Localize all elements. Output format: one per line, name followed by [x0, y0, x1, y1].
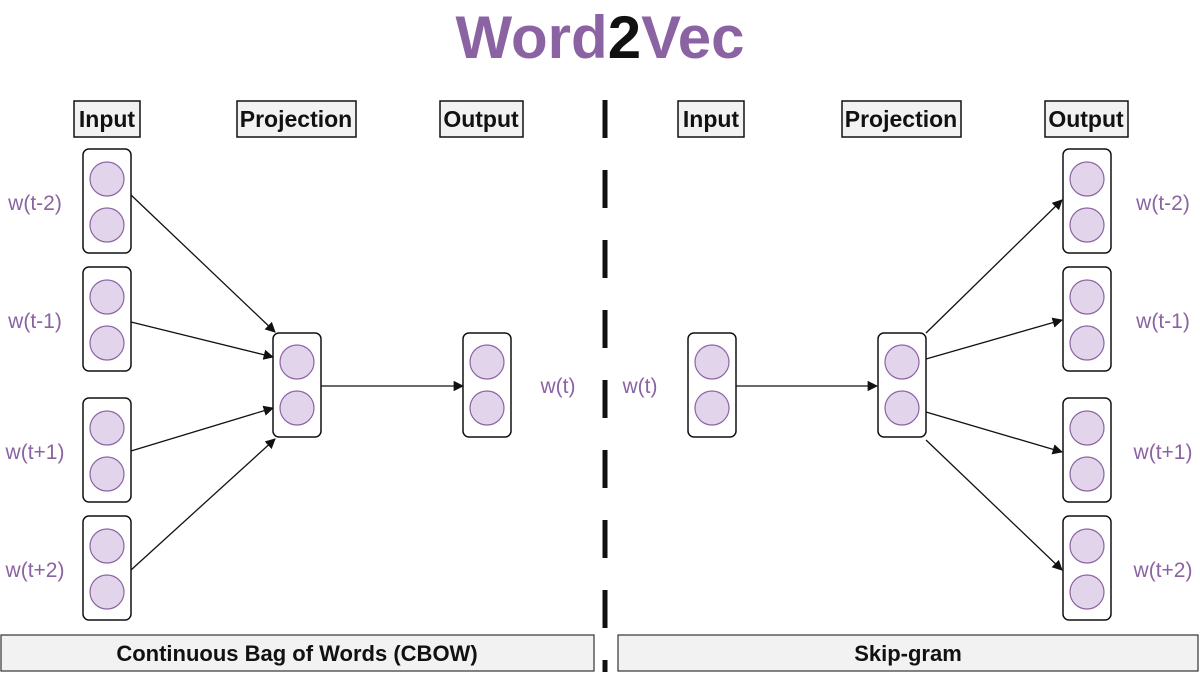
skipgram-header-output: Output: [1044, 100, 1129, 138]
neuron-node: [89, 161, 125, 197]
skipgram-caption: Skip-gram: [854, 641, 962, 666]
skipgram-word-tp1: w(t+1): [1133, 441, 1193, 464]
neuron-node: [1069, 161, 1105, 197]
title-vec: Vec: [641, 4, 744, 71]
neuron-node: [1069, 574, 1105, 610]
skipgram-arrow-tm1: [925, 317, 1063, 360]
skipgram-output-vector-tm1: [1062, 266, 1112, 372]
skipgram-arrow-tp2: [925, 439, 1063, 571]
neuron-node: [469, 344, 505, 380]
cbow-word-tm1: w(t-1): [7, 310, 62, 333]
skipgram-output-vector-tp2: [1062, 515, 1112, 621]
neuron-node: [1069, 279, 1105, 315]
skipgram-header-projection: Projection: [841, 100, 962, 138]
cbow-header-input-label: Input: [79, 106, 136, 132]
skipgram-word-tm1: w(t-1): [1135, 310, 1190, 333]
cbow-projection-vector: [272, 332, 322, 438]
cbow-header-projection: Projection: [236, 100, 357, 138]
skipgram-projection-vector: [877, 332, 927, 438]
cbow-arrow-tp2: [130, 438, 276, 571]
cbow-input-vector-tp2: [82, 515, 132, 621]
cbow-input-vector-tp1: [82, 397, 132, 503]
cbow-arrow-tm1: [130, 321, 275, 360]
page-title: Word2Vec: [455, 4, 744, 71]
skipgram-arrow-tm2: [925, 199, 1063, 334]
neuron-node: [89, 325, 125, 361]
neuron-node: [1069, 528, 1105, 564]
neuron-node: [89, 528, 125, 564]
skipgram-arrow-tp1: [925, 411, 1063, 455]
skipgram-header-input: Input: [677, 100, 745, 138]
neuron-node: [1069, 325, 1105, 361]
skipgram-output-vector-tp1: [1062, 397, 1112, 503]
neuron-node: [694, 344, 730, 380]
skipgram-word-tm2: w(t-2): [1135, 192, 1190, 215]
neuron-node: [279, 390, 315, 426]
skipgram-input-word: w(t): [622, 375, 658, 398]
cbow-header-input: Input: [73, 100, 141, 138]
neuron-node: [694, 390, 730, 426]
title-word: Word: [455, 4, 607, 71]
skipgram-header-projection-label: Projection: [845, 106, 957, 132]
neuron-node: [89, 410, 125, 446]
neuron-node: [89, 279, 125, 315]
cbow-word-tp1: w(t+1): [5, 441, 65, 464]
cbow-arrow-tp1: [130, 405, 274, 452]
neuron-node: [89, 456, 125, 492]
cbow-arrow-tm2: [130, 194, 276, 333]
cbow-header-output: Output: [439, 100, 524, 138]
neuron-node: [89, 207, 125, 243]
neuron-node: [884, 390, 920, 426]
cbow-input-vector-tm2: [82, 148, 132, 254]
skipgram-caption-box: Skip-gram: [617, 634, 1199, 672]
neuron-node: [89, 574, 125, 610]
neuron-node: [884, 344, 920, 380]
neuron-node: [1069, 207, 1105, 243]
neuron-node: [1069, 456, 1105, 492]
cbow-caption-box: Continuous Bag of Words (CBOW): [0, 634, 595, 672]
cbow-output-vector: [462, 332, 512, 438]
title-two: 2: [608, 4, 641, 71]
cbow-header-projection-label: Projection: [240, 106, 352, 132]
cbow-word-tp2: w(t+2): [5, 559, 65, 582]
skipgram-header-input-label: Input: [683, 106, 740, 132]
skipgram-header-output-label: Output: [1048, 106, 1124, 132]
cbow-input-vector-tm1: [82, 266, 132, 372]
skipgram-input-vector: [687, 332, 737, 438]
neuron-node: [1069, 410, 1105, 446]
cbow-target-word: w(t): [540, 375, 576, 398]
cbow-caption: Continuous Bag of Words (CBOW): [116, 641, 477, 666]
neuron-node: [279, 344, 315, 380]
skipgram-word-tp2: w(t+2): [1133, 559, 1193, 582]
cbow-word-tm2: w(t-2): [7, 192, 62, 215]
skipgram-output-vector-tm2: [1062, 148, 1112, 254]
neuron-node: [469, 390, 505, 426]
cbow-header-output-label: Output: [443, 106, 519, 132]
